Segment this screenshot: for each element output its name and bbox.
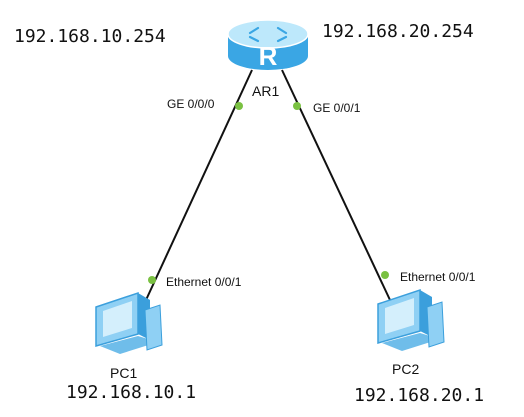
pc1-ip: 192.168.10.1 xyxy=(66,382,196,403)
port-label-pc2-eth: Ethernet 0/0/1 xyxy=(400,270,476,284)
pc1-name: PC1 xyxy=(110,365,137,381)
pc2-name: PC2 xyxy=(392,361,419,377)
pc1-icon[interactable] xyxy=(95,291,163,354)
router-icon[interactable]: R xyxy=(227,19,309,71)
router-ip-left: 192.168.10.254 xyxy=(14,26,166,47)
port-dot-ge001 xyxy=(293,102,301,110)
port-label-ge000: GE 0/0/0 xyxy=(167,97,215,111)
router-ip-right: 192.168.20.254 xyxy=(322,21,474,42)
port-dot-pc2-eth xyxy=(381,271,389,279)
router-name: AR1 xyxy=(252,83,279,99)
port-dot-pc1-eth xyxy=(148,276,156,284)
svg-text:R: R xyxy=(259,41,278,71)
pc2-icon[interactable] xyxy=(377,288,445,351)
port-label-ge001: GE 0/0/1 xyxy=(313,101,361,115)
port-dot-ge000 xyxy=(235,102,243,110)
port-label-pc1-eth: Ethernet 0/0/1 xyxy=(166,275,242,289)
pc2-ip: 192.168.20.1 xyxy=(354,385,484,406)
link-ar1-pc1 xyxy=(145,69,253,301)
